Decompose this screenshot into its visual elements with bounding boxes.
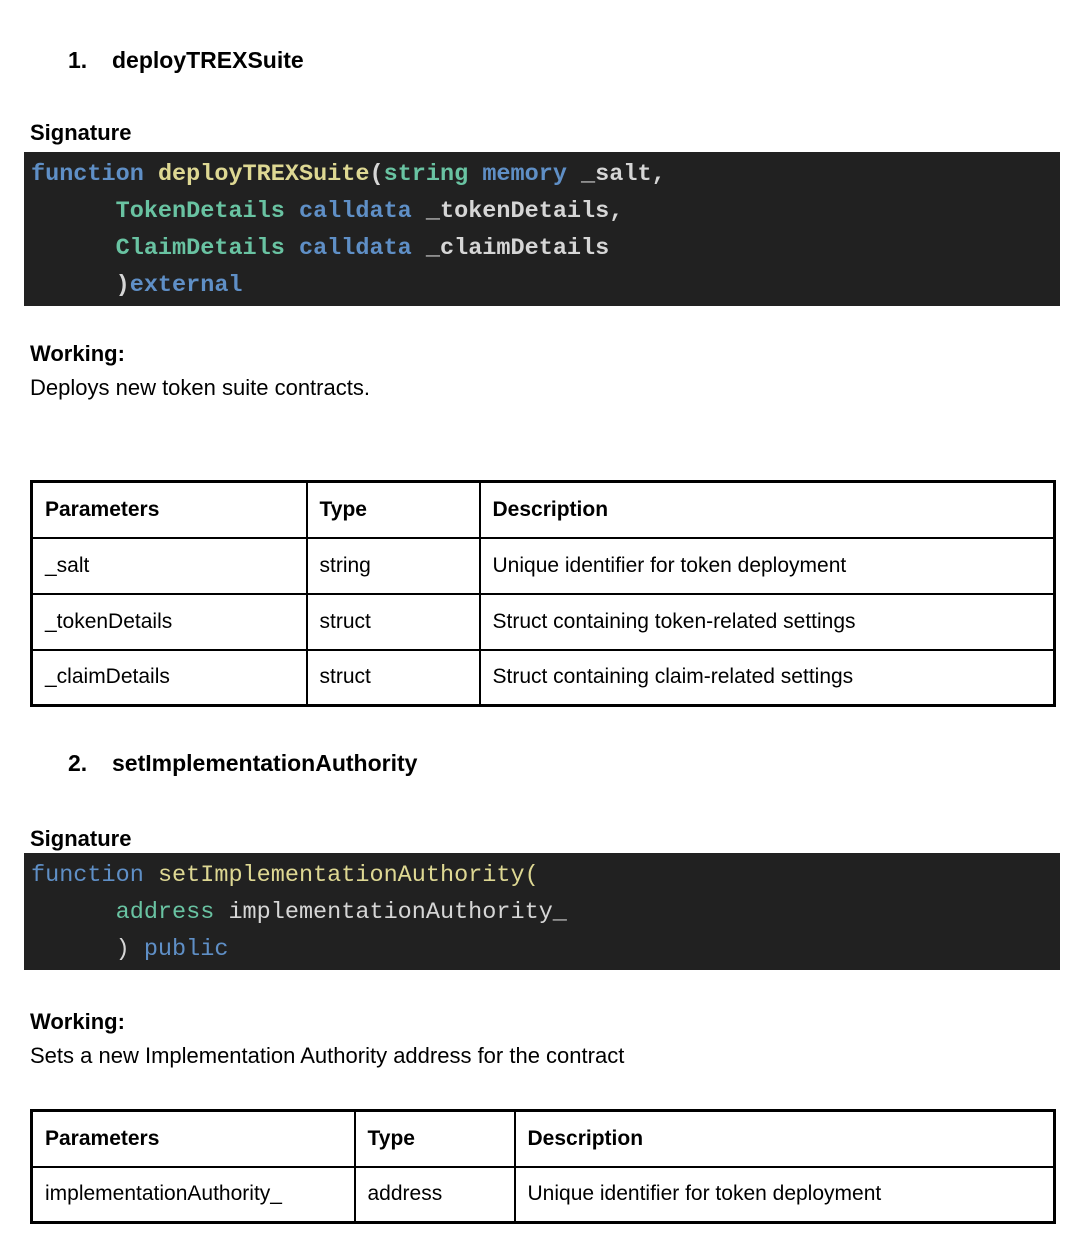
code-token xyxy=(31,198,116,225)
code-token: ) xyxy=(31,272,130,299)
code-line: ClaimDetails calldata _claimDetails xyxy=(31,230,1053,267)
code-token: external xyxy=(129,272,243,299)
code-line: function setImplementationAuthority( xyxy=(31,857,1053,894)
heading-title: deployTREXSuite xyxy=(112,47,304,73)
table-cell: Struct containing token-related settings xyxy=(478,592,1056,651)
table-cell: struct xyxy=(305,592,481,651)
heading-number: 1. xyxy=(68,47,88,73)
code-token: ) xyxy=(31,936,144,963)
table-cell: _salt xyxy=(30,536,308,595)
working-heading-2: Working: xyxy=(30,1009,125,1034)
code-token xyxy=(285,198,299,225)
table-cell: string xyxy=(305,536,481,595)
code-token xyxy=(468,161,482,188)
signature-heading-2: Signature xyxy=(30,826,132,851)
code-line: ) public xyxy=(31,931,1053,968)
table-cell: _claimDetails xyxy=(30,648,308,707)
code-token: TokenDetails xyxy=(115,198,285,225)
code-token: address xyxy=(115,899,215,926)
code-line: )external xyxy=(31,267,1053,304)
section-heading-2: 2. setImplementationAuthority xyxy=(68,751,1086,775)
table-header-cell: Type xyxy=(305,480,481,539)
table-cell: address xyxy=(353,1165,516,1224)
table-header-cell: Parameters xyxy=(30,480,308,539)
code-token: ClaimDetails xyxy=(115,235,285,262)
code-token: setImplementationAuthority( xyxy=(157,862,539,889)
code-token: implementationAuthority_ xyxy=(214,899,567,926)
code-block-1: function deployTREXSuite(string memory _… xyxy=(24,152,1060,306)
table-cell: implementationAuthority_ xyxy=(30,1165,356,1224)
table-cell: Struct containing claim-related settings xyxy=(478,648,1056,707)
code-token: public xyxy=(143,936,229,963)
code-token: _tokenDetails, xyxy=(411,198,624,225)
heading-number: 2. xyxy=(68,750,88,776)
table-cell: _tokenDetails xyxy=(30,592,308,651)
code-token: _claimDetails xyxy=(411,235,610,262)
signature-heading-1: Signature xyxy=(30,120,132,145)
code-token: calldata xyxy=(298,198,412,225)
code-line: function deployTREXSuite(string memory _… xyxy=(31,156,1053,193)
code-block-2: function setImplementationAuthority( add… xyxy=(24,853,1060,970)
table-header-cell: Type xyxy=(353,1109,516,1168)
code-token xyxy=(285,235,299,262)
table-header-cell: Parameters xyxy=(30,1109,356,1168)
code-line: TokenDetails calldata _tokenDetails, xyxy=(31,193,1053,230)
code-token xyxy=(31,235,116,262)
table-cell: Unique identifier for token deployment xyxy=(478,536,1056,595)
table-cell: Unique identifier for token deployment xyxy=(513,1165,1056,1224)
code-token: memory xyxy=(482,161,567,188)
code-token xyxy=(144,862,158,889)
heading-title: setImplementationAuthority xyxy=(112,750,418,776)
spacer xyxy=(0,24,1086,48)
code-token xyxy=(31,899,116,926)
table-cell: struct xyxy=(305,648,481,707)
code-token: ( xyxy=(369,161,384,188)
table-header-cell: Description xyxy=(513,1109,1056,1168)
table-header-cell: Description xyxy=(478,480,1056,539)
code-token: function xyxy=(31,161,144,188)
code-token: string xyxy=(383,161,469,188)
working-text-1: Deploys new token suite contracts. xyxy=(30,375,370,400)
code-token: function xyxy=(31,862,144,889)
code-token: deployTREXSuite xyxy=(157,161,370,188)
code-line: address implementationAuthority_ xyxy=(31,894,1053,931)
code-token: _salt, xyxy=(566,161,666,188)
code-token xyxy=(144,161,158,188)
working-text-2: Sets a new Implementation Authority addr… xyxy=(30,1043,625,1068)
working-heading-1: Working: xyxy=(30,341,125,366)
code-token: calldata xyxy=(298,235,412,262)
section-heading-1: 1. deployTREXSuite xyxy=(68,48,1086,72)
